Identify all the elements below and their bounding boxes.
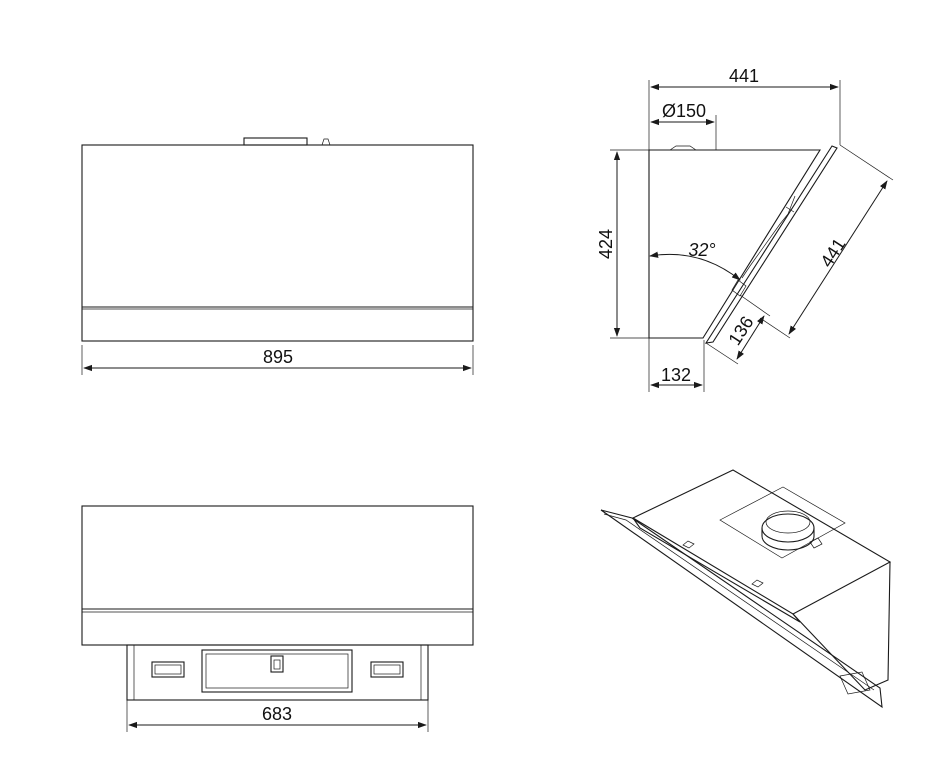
bottom-view: 683 [81,505,474,732]
left-vent [151,661,185,678]
top-clip [321,138,331,146]
iso-glass-panel [600,509,883,709]
angle-arc [649,251,741,281]
gap-dimension-line [736,315,765,360]
glass-length-dimension-line [788,180,888,335]
width-dimension-label: 895 [263,347,293,367]
top-bracket [243,137,308,146]
motor-housing [126,644,429,701]
glass-panel-side [704,145,838,344]
hood-body-side [648,149,821,339]
iso-duct-plate [719,486,846,559]
angle-label: 32° [688,240,715,260]
hood-body-bottom [81,505,474,646]
side-view: 441 Ø150 424 32° 441 136 [596,66,894,392]
glass-length-dimension-label: 441 [816,235,849,271]
iso-top-surface [631,469,892,615]
filter-latch [270,655,284,673]
height-dimension-label: 424 [596,229,616,259]
depth-dimension-label: 441 [729,66,759,86]
front-view: 895 [81,137,474,375]
isometric-view [600,469,892,709]
iso-side-surface [792,561,891,691]
gap-dimension-label: 136 [724,313,757,349]
inner-width-dimension-label: 683 [262,704,292,724]
filter-panel [201,649,353,693]
right-vent [370,661,404,678]
hood-body-front [81,144,474,342]
duct-dimension-label: Ø150 [662,101,706,121]
duct-collar [669,145,697,151]
base-dimension-label: 132 [661,365,691,385]
